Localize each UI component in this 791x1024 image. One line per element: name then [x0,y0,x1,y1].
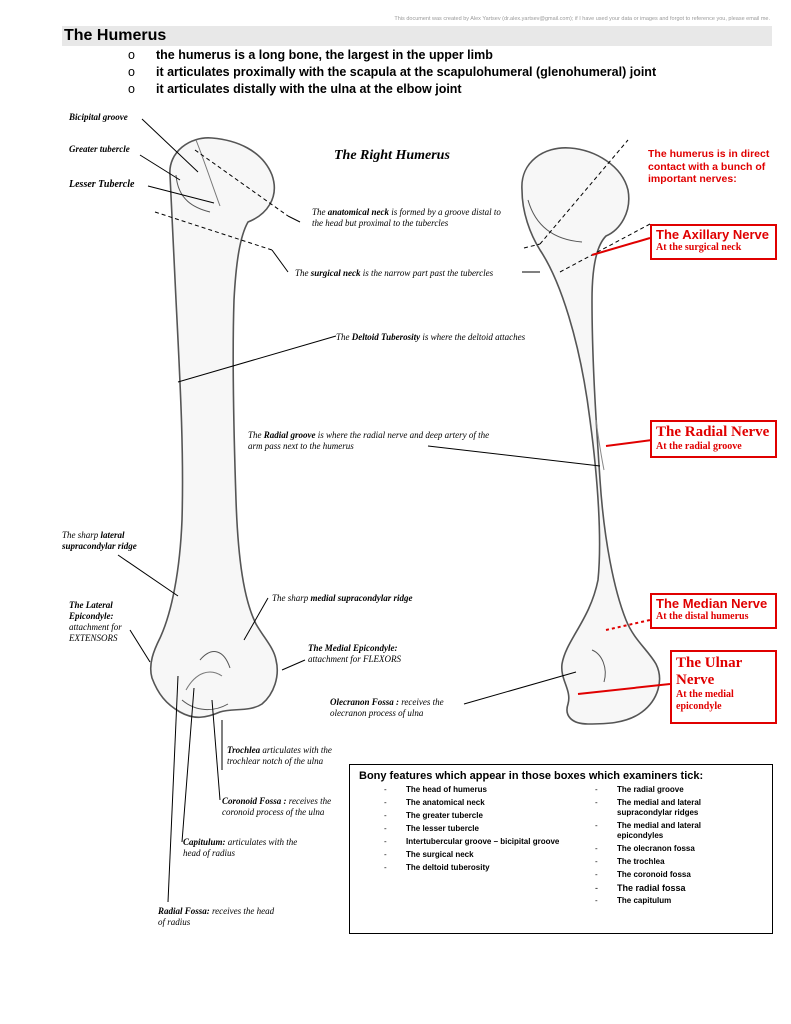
list-item: -The capitulum [595,896,672,905]
label-medial-epicondyle: The Medial Epicondyle:attachment for FLE… [308,643,401,664]
list-item: -The greater tubercle [384,811,483,820]
list-item: -The lesser tubercle [384,824,479,833]
axillary-nerve-title: The Axillary Nerve [656,227,769,242]
median-nerve-title: The Median Nerve [656,596,768,611]
label-olecranon-fossa: Olecranon Fossa : receives the olecranon… [330,697,444,718]
radial-nerve-sub: At the radial groove [656,441,742,452]
bullet-item: o it articulates proximally with the scap… [128,64,656,81]
label-deltoid-tuberosity: The Deltoid Tuberosity is where the delt… [336,332,526,342]
list-item: -The deltoid tuberosity [384,863,490,872]
ulnar-nerve-sub: At the medial epicondyle [676,689,734,712]
bullet-text: it articulates proximally with the scapu… [156,65,657,79]
label-medial-supracondylar-ridge: The sharp medial supracondylar ridge [272,593,413,603]
title-bar [62,26,772,46]
radial-nerve-title: The Radial Nerve [656,424,770,440]
bullet-marker: o [128,82,135,96]
ulnar-nerve-box: The Ulnar Nerve At the medial epicondyle [670,650,777,724]
label-surgical-neck: The surgical neck is the narrow part pas… [295,268,494,278]
label-capitulum: Capitulum: articulates with the head of … [183,837,298,858]
list-item: -The radial groove [595,785,684,794]
nerves-intro-text: The humerus is in direct contact with a … [648,148,770,185]
median-nerve-sub: At the distal humerus [656,611,749,622]
list-item: -The head of humerus [384,785,487,794]
radial-nerve-box: The Radial Nerve At the radial groove [650,420,777,458]
axillary-nerve-sub: At the surgical neck [656,242,742,253]
label-bicipital-groove: Bicipital groove [69,112,128,122]
list-item: -The olecranon fossa [595,844,695,853]
nerve-pointers [577,237,671,695]
bullet-text: it articulates distally with the ulna at… [156,82,462,96]
diagram-heading: The Right Humerus [334,148,450,163]
bullet-item: o it articulates distally with the ulna a… [128,81,656,98]
label-radial-groove: The Radial groove is where the radial ne… [248,430,490,451]
label-coronoid-fossa: Coronoid Fossa : receives the coronoid p… [222,796,332,817]
label-greater-tubercle: Greater tubercle [69,144,130,154]
label-radial-fossa: Radial Fossa: receives the head of radiu… [158,906,275,927]
leader-lines [117,118,651,903]
list-item: -The anatomical neck [384,798,485,807]
label-lateral-supracondylar-ridge: The sharp lateral supracondylar ridge [62,530,137,551]
list-item: -The surgical neck [384,850,474,859]
bullet-marker: o [128,65,135,79]
axillary-nerve-box: The Axillary Nerve At the surgical neck [650,224,777,260]
list-item: -The radial fossa [595,883,686,893]
bony-features-left-list: -The head of humerus -The anatomical nec… [384,785,584,876]
author-credit: This document was created by Alex Yartse… [394,16,770,22]
posterior-humerus-drawing [521,147,661,725]
bullet-text: the humerus is a long bone, the largest … [156,48,493,62]
intro-bullets: o the humerus is a long bone, the largest… [128,47,656,98]
list-item: -The medial and lateral epicondyles [595,821,702,840]
list-item: -The trochlea [595,857,665,866]
median-nerve-box: The Median Nerve At the distal humerus [650,593,777,629]
list-item: -Intertubercular groove – bicipital groo… [384,837,560,846]
bony-features-title: Bony features which appear in those boxe… [359,770,704,782]
label-trochlea: Trochlea articulates with the trochlear … [227,745,332,766]
bony-features-box: Bony features which appear in those boxe… [349,764,773,934]
label-anatomical-neck: The anatomical neck is formed by a groov… [312,207,501,228]
anterior-humerus-drawing [149,137,278,719]
label-lesser-tubercle: Lesser Tubercle [69,179,135,190]
label-lateral-epicondyle: The Lateral Epicondyle:attachment for EX… [69,600,122,643]
ulnar-nerve-title: The Ulnar Nerve [676,655,742,688]
bony-features-right-list: -The radial groove -The medial and later… [595,785,735,909]
list-item: -The medial and lateral supracondylar ri… [595,798,702,817]
list-item: -The coronoid fossa [595,870,691,879]
page-title: The Humerus [64,27,167,44]
bullet-marker: o [128,48,135,62]
bullet-item: o the humerus is a long bone, the largest… [128,47,656,64]
